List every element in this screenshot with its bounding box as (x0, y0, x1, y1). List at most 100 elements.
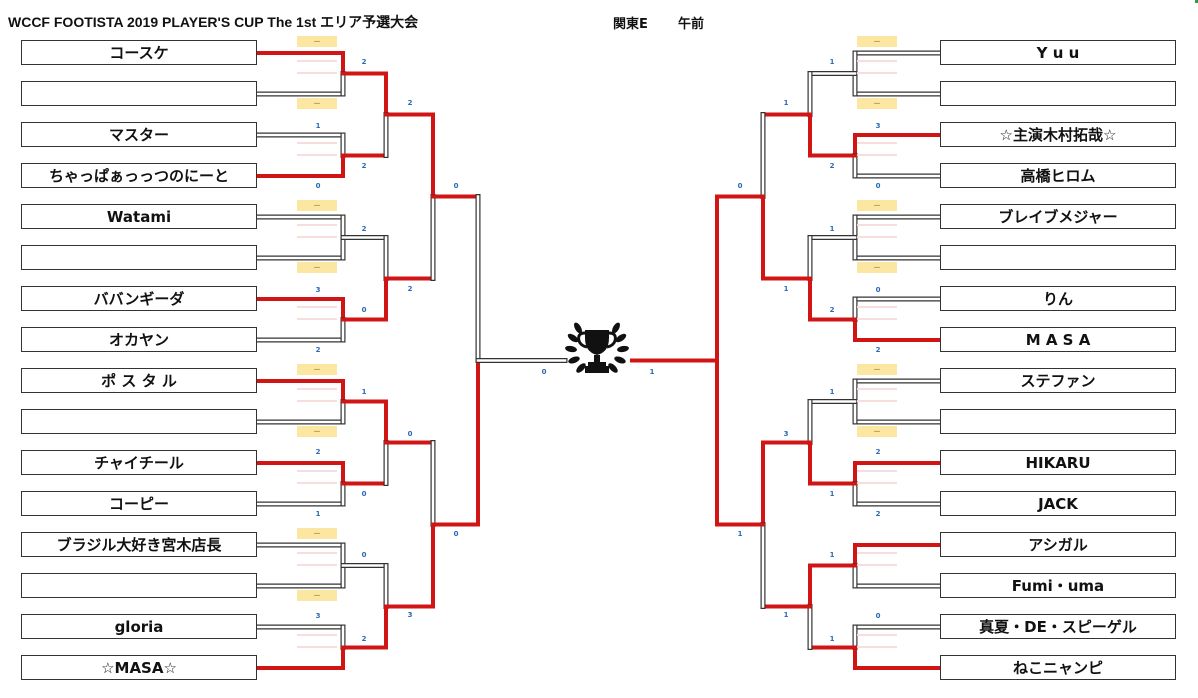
match-score: 1 (315, 122, 321, 130)
sheet-stripe (297, 388, 337, 390)
match-score: 1 (829, 490, 835, 498)
player-slot-left-6[interactable] (21, 245, 257, 270)
bye-tag: － (297, 262, 337, 273)
player-slot-right-5[interactable]: ブレイブメジャー (940, 204, 1176, 229)
player-slot-right-12[interactable]: JACK (940, 491, 1176, 516)
bye-tag: － (297, 36, 337, 47)
bye-tag: － (297, 590, 337, 601)
sheet-stripe (857, 482, 897, 484)
match-score: 2 (361, 225, 367, 233)
sheet-stripe (857, 142, 897, 144)
sheet-stripe (857, 470, 897, 472)
player-slot-right-1[interactable]: Y u u (940, 40, 1176, 65)
match-score: 2 (829, 162, 835, 170)
match-score: 1 (829, 58, 835, 66)
match-score: 0 (453, 530, 459, 538)
player-slot-left-14[interactable] (21, 573, 257, 598)
match-score: 2 (829, 306, 835, 314)
sheet-stripe (857, 634, 897, 636)
match-score: 2 (361, 162, 367, 170)
sheet-stripe (297, 306, 337, 308)
match-score: 2 (875, 510, 881, 518)
match-score: 2 (407, 99, 413, 107)
match-score: 1 (829, 635, 835, 643)
player-slot-left-5[interactable]: Watami (21, 204, 257, 229)
session-label: 午前 (678, 17, 705, 32)
match-score: 1 (829, 225, 835, 233)
sheet-stripe (857, 306, 897, 308)
match-score: 1 (829, 551, 835, 559)
match-score: 3 (407, 611, 413, 619)
player-slot-right-10[interactable] (940, 409, 1176, 434)
match-score: 2 (875, 448, 881, 456)
player-slot-left-4[interactable]: ちゃっぱぁっっつのにーと (21, 163, 257, 188)
sheet-stripe (297, 60, 337, 62)
bye-tag: － (297, 364, 337, 375)
bye-tag: － (297, 98, 337, 109)
match-score: 0 (361, 490, 367, 498)
player-slot-right-14[interactable]: Fumi・uma (940, 573, 1176, 598)
player-slot-left-13[interactable]: ブラジル大好き宮木店長 (21, 532, 257, 557)
bye-tag: － (857, 364, 897, 375)
sheet-stripe (297, 318, 337, 320)
corner-marker (1195, 0, 1198, 3)
player-slot-right-6[interactable] (940, 245, 1176, 270)
sheet-stripe (857, 318, 897, 320)
player-slot-left-12[interactable]: コーピー (21, 491, 257, 516)
player-slot-left-11[interactable]: チャイチール (21, 450, 257, 475)
match-score: 1 (829, 388, 835, 396)
region-label: 関東E (613, 17, 648, 32)
player-slot-left-8[interactable]: オカヤン (21, 327, 257, 352)
match-score: 2 (875, 346, 881, 354)
sheet-stripe (297, 224, 337, 226)
player-slot-right-13[interactable]: アシガル (940, 532, 1176, 557)
tournament-title: WCCF FOOTISTA 2019 PLAYER'S CUP The 1st … (8, 14, 419, 30)
match-score: 0 (737, 182, 743, 190)
match-score: 1 (649, 368, 655, 376)
player-slot-left-16[interactable]: ☆MASA☆ (21, 655, 257, 680)
sheet-stripe (857, 388, 897, 390)
sheet-stripe (297, 142, 337, 144)
sheet-stripe (297, 552, 337, 554)
bye-tag: － (297, 528, 337, 539)
player-slot-right-3[interactable]: ☆主演木村拓哉☆ (940, 122, 1176, 147)
bye-tag: － (857, 200, 897, 211)
player-slot-left-3[interactable]: マスター (21, 122, 257, 147)
player-slot-right-8[interactable]: M A S A (940, 327, 1176, 352)
player-slot-right-2[interactable] (940, 81, 1176, 106)
match-score: 1 (783, 285, 789, 293)
match-score: 0 (875, 182, 881, 190)
bye-tag: － (297, 200, 337, 211)
trophy-with-laurel-icon (562, 314, 632, 380)
sheet-stripe (857, 72, 897, 74)
player-slot-left-1[interactable]: コースケ (21, 40, 257, 65)
sheet-stripe (297, 564, 337, 566)
player-slot-right-4[interactable]: 高橋ヒロム (940, 163, 1176, 188)
player-slot-right-11[interactable]: HIKARU (940, 450, 1176, 475)
player-slot-left-2[interactable] (21, 81, 257, 106)
match-score: 3 (875, 122, 881, 130)
match-score: 1 (783, 99, 789, 107)
sheet-stripe (297, 154, 337, 156)
bye-tag: － (857, 98, 897, 109)
player-slot-right-16[interactable]: ねこニャンピ (940, 655, 1176, 680)
player-slot-right-7[interactable]: りん (940, 286, 1176, 311)
bye-tag: － (297, 426, 337, 437)
player-slot-left-15[interactable]: gloria (21, 614, 257, 639)
sheet-stripe (297, 470, 337, 472)
sheet-stripe (297, 400, 337, 402)
player-slot-right-9[interactable]: ステファン (940, 368, 1176, 393)
sheet-stripe (297, 634, 337, 636)
sheet-stripe (857, 400, 897, 402)
player-slot-left-10[interactable] (21, 409, 257, 434)
player-slot-right-15[interactable]: 真夏・DE・スピーゲル (940, 614, 1176, 639)
match-score: 2 (315, 346, 321, 354)
match-score: 2 (361, 635, 367, 643)
player-slot-left-7[interactable]: ババンギーダ (21, 286, 257, 311)
sheet-stripe (857, 552, 897, 554)
sheet-stripe (857, 564, 897, 566)
sheet-stripe (857, 646, 897, 648)
player-slot-left-9[interactable]: ポ ス タ ル (21, 368, 257, 393)
sheet-stripe (857, 224, 897, 226)
